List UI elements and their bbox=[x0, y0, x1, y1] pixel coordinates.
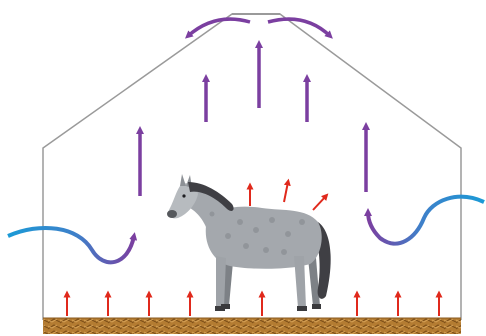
bedding-floor bbox=[43, 318, 461, 334]
floor-heat-arrows bbox=[67, 294, 439, 316]
rising-air-arrows bbox=[140, 44, 366, 196]
ridge-exhaust-arrows bbox=[188, 19, 330, 36]
barn-outline bbox=[43, 14, 461, 320]
heat-arrow bbox=[313, 196, 326, 210]
exhaust-arrow-left bbox=[188, 19, 250, 36]
heat-arrow bbox=[284, 182, 288, 202]
fresh-air-intake-arrow-right bbox=[368, 197, 484, 244]
body-heat-arrows bbox=[250, 182, 326, 210]
fresh-air-intake-arrow-left bbox=[8, 228, 134, 262]
horse-icon bbox=[167, 174, 331, 311]
